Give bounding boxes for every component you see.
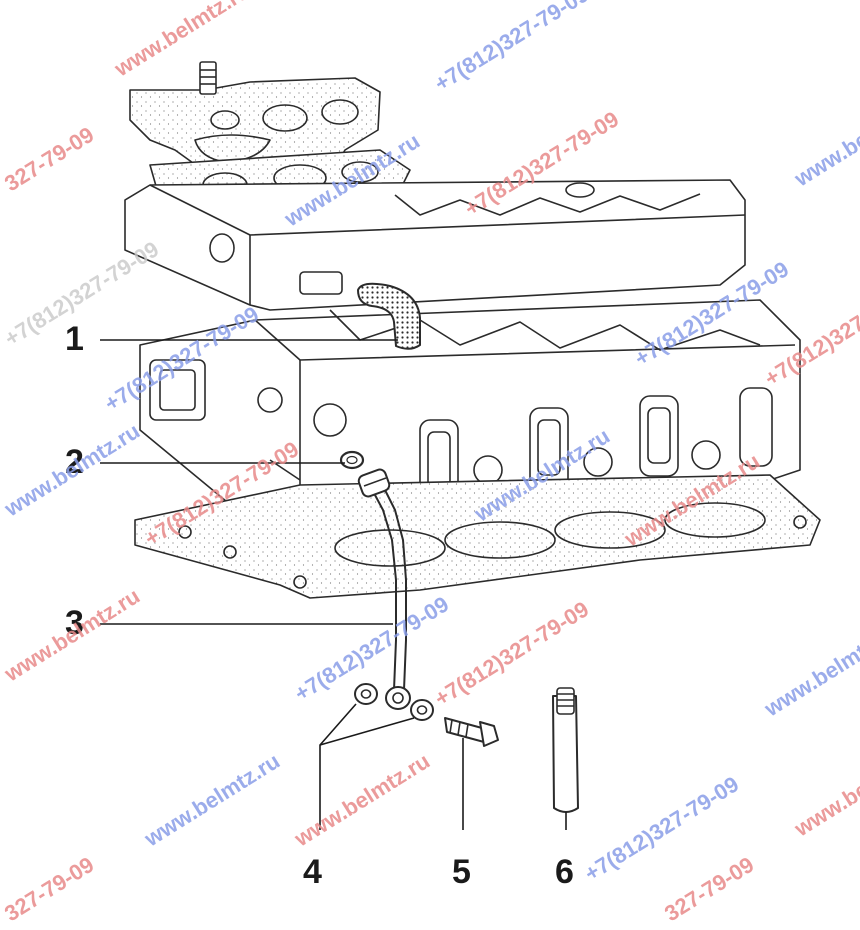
callout-4: 4	[303, 853, 322, 891]
washers-part-4	[354, 683, 434, 721]
callout-6: 6	[555, 853, 574, 891]
stud-pin-part-6	[552, 687, 579, 813]
hose-elbow-part-1	[357, 282, 421, 350]
cylinder-head	[139, 299, 801, 536]
callout-2: 2	[65, 443, 84, 481]
callout-1: 1	[65, 320, 84, 358]
callout-3: 3	[65, 604, 84, 642]
leader-lines	[100, 339, 567, 830]
valve-cover	[124, 179, 746, 311]
callout-5: 5	[452, 853, 471, 891]
head-gasket	[134, 474, 821, 599]
o-ring-part-2	[339, 450, 365, 470]
banjo-bolt-part-5	[444, 717, 499, 747]
stud	[199, 61, 217, 95]
oil-pipe-part-3	[357, 468, 411, 710]
